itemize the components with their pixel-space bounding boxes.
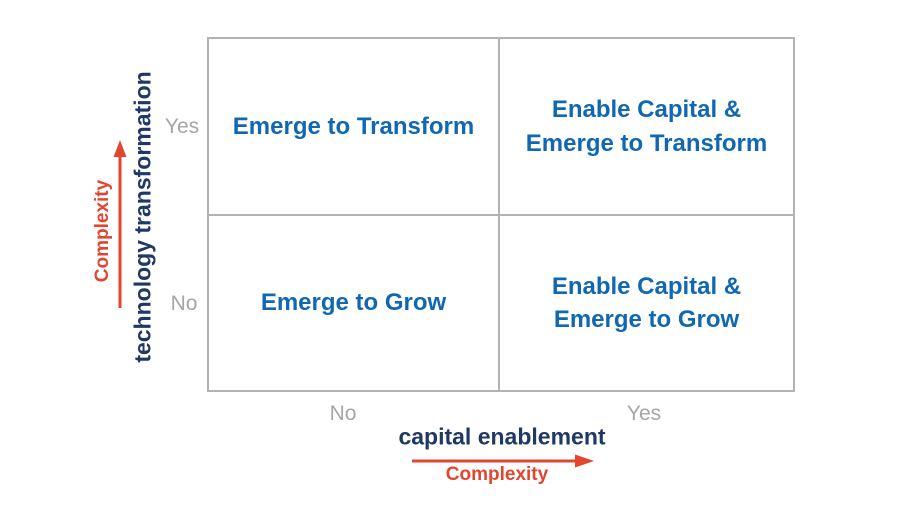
y-axis-tick-yes: Yes <box>164 115 200 138</box>
y-axis-up-arrow-icon <box>113 140 127 308</box>
quadrant-top-right-label: Enable Capital & Emerge to Transform <box>525 96 768 157</box>
quadrant-bottom-left: Emerge to Grow <box>209 216 500 390</box>
quadrant-top-left-label: Emerge to Transform <box>232 112 475 140</box>
x-axis-tick-no: No <box>329 402 357 425</box>
x-axis-tick-yes: Yes <box>626 402 662 425</box>
quadrant-top-left: Emerge to Transform <box>209 39 500 216</box>
y-axis-tick-no: No <box>170 292 198 315</box>
x-axis-complexity-label: Complexity <box>445 464 549 485</box>
matrix-grid: Emerge to Transform Enable Capital & Eme… <box>207 37 795 392</box>
quadrant-bottom-right-label: Enable Capital & Emerge to Grow <box>551 272 742 333</box>
y-axis-complexity-label: Complexity <box>92 179 113 283</box>
quadrant-bottom-left-label: Emerge to Grow <box>260 289 447 317</box>
y-axis-title: technology transformation <box>129 71 156 363</box>
quadrant-bottom-right: Enable Capital & Emerge to Grow <box>500 216 793 390</box>
x-axis-right-arrow-icon <box>412 454 594 468</box>
quadrant-top-right: Enable Capital & Emerge to Transform <box>500 39 793 216</box>
x-axis-title: capital enablement <box>398 423 606 450</box>
